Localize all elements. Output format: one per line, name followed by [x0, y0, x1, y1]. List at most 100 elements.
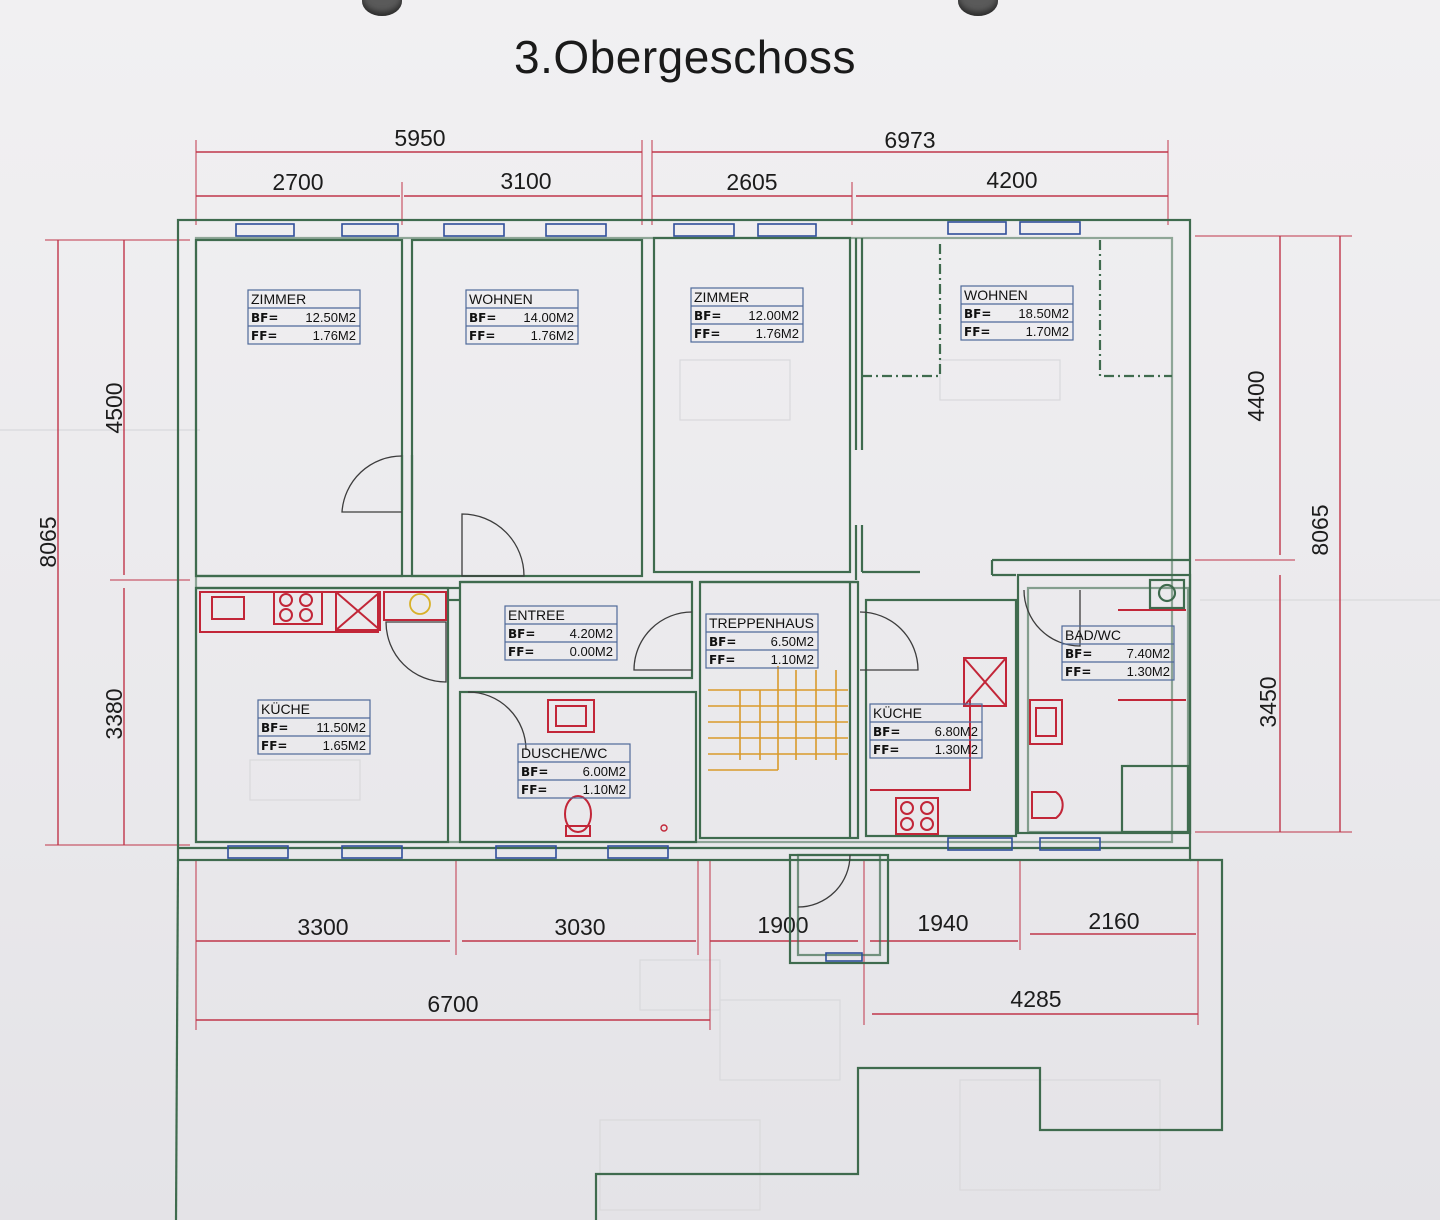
room-label-frame	[517, 743, 631, 799]
room-label-frame	[705, 613, 819, 669]
room-name: ZIMMER	[694, 289, 749, 305]
room-name: WOHNEN	[469, 291, 533, 307]
ff-key: FF=	[873, 743, 899, 757]
room-label-frame	[1061, 625, 1175, 681]
walls	[174, 218, 1224, 1220]
ff-key: FF=	[709, 653, 735, 667]
room-name: ENTREE	[508, 607, 565, 623]
room-name: DUSCHE/WC	[521, 745, 607, 761]
room-name: BAD/WC	[1065, 627, 1121, 643]
dim-left-upper: 4500	[101, 382, 127, 433]
dim-bottom-3: 1900	[757, 912, 808, 938]
room-ff-value: 0.00M2	[570, 644, 613, 659]
room-label-frame	[257, 699, 371, 755]
dim-left-lower: 3380	[101, 688, 127, 739]
ff-key: FF=	[251, 329, 277, 343]
ff-key: FF=	[508, 645, 534, 659]
dimension-lines	[45, 140, 1352, 1030]
dim-left-total: 8065	[35, 516, 61, 567]
dim-bottom-1: 3300	[297, 914, 348, 940]
bf-key: BF=	[261, 721, 288, 735]
bf-key: BF=	[694, 309, 721, 323]
punch-hole	[958, 0, 998, 16]
dim-bottom-total-left: 6700	[427, 991, 478, 1017]
room-ff-value: 1.76M2	[313, 328, 356, 343]
ff-key: FF=	[521, 783, 547, 797]
room-bf-value: 6.80M2	[935, 724, 978, 739]
room-ff-value: 1.10M2	[583, 782, 626, 797]
dim-bottom-2: 3030	[554, 914, 605, 940]
ff-key: FF=	[261, 739, 287, 753]
fixtures	[199, 578, 1190, 837]
bf-key: BF=	[521, 765, 548, 779]
dim-right-lower: 3450	[1255, 676, 1281, 727]
bf-key: BF=	[709, 635, 736, 649]
room-ff-value: 1.10M2	[771, 652, 814, 667]
bf-key: BF=	[469, 311, 496, 325]
room-ff-value: 1.30M2	[1127, 664, 1170, 679]
doors	[341, 455, 1081, 908]
dim-top-right-2: 4200	[986, 167, 1037, 193]
room-bf-value: 12.00M2	[748, 308, 799, 323]
room-bf-value: 6.00M2	[583, 764, 626, 779]
bf-key: BF=	[964, 307, 991, 321]
room-label-frame	[247, 289, 361, 345]
ff-key: FF=	[469, 329, 495, 343]
dim-right-total: 8065	[1307, 504, 1333, 555]
windows	[227, 221, 1101, 962]
room-bf-value: 6.50M2	[771, 634, 814, 649]
room-name: KÜCHE	[873, 704, 922, 721]
room-label-frame	[465, 289, 579, 345]
bf-key: BF=	[251, 311, 278, 325]
dim-bottom-total-right: 4285	[1010, 986, 1061, 1012]
room-bf-value: 7.40M2	[1127, 646, 1170, 661]
room-label-frame	[690, 287, 804, 343]
room-name: KÜCHE	[261, 700, 310, 717]
room-bf-value: 18.50M2	[1018, 306, 1069, 321]
room-bf-value: 4.20M2	[570, 626, 613, 641]
room-ff-value: 1.76M2	[756, 326, 799, 341]
room-ff-value: 1.70M2	[1026, 324, 1069, 339]
room-label-frame	[504, 605, 618, 661]
ff-key: FF=	[694, 327, 720, 341]
room-name: ZIMMER	[251, 291, 306, 307]
room-bf-value: 14.00M2	[523, 310, 574, 325]
room-name: WOHNEN	[964, 287, 1028, 303]
room-name: TREPPENHAUS	[709, 615, 814, 631]
room-ff-value: 1.30M2	[935, 742, 978, 757]
room-bf-value: 11.50M2	[316, 720, 366, 735]
room-ff-value: 1.65M2	[323, 738, 366, 753]
dim-bottom-4: 1940	[917, 910, 968, 936]
bf-key: BF=	[873, 725, 900, 739]
dim-top-total-left: 5950	[394, 125, 445, 151]
dim-top-left-1: 2700	[272, 169, 323, 195]
dim-right-upper: 4400	[1243, 370, 1269, 421]
background-ghost-lines	[0, 359, 1440, 1211]
room-bf-value: 12.50M2	[305, 310, 356, 325]
staircase	[708, 666, 848, 771]
ff-key: FF=	[1065, 665, 1091, 679]
room-label-frame	[869, 703, 983, 759]
bf-key: BF=	[1065, 647, 1092, 661]
room-ff-value: 1.76M2	[531, 328, 574, 343]
bf-key: BF=	[508, 627, 535, 641]
room-label-frame	[960, 285, 1074, 341]
dim-top-left-2: 3100	[500, 168, 551, 194]
plan-title: 3.Obergeschoss	[514, 31, 856, 83]
punch-hole	[362, 0, 402, 16]
dim-top-total-right: 6973	[884, 127, 935, 153]
dim-top-right-1: 2605	[726, 169, 777, 195]
dim-bottom-5: 2160	[1088, 908, 1139, 934]
